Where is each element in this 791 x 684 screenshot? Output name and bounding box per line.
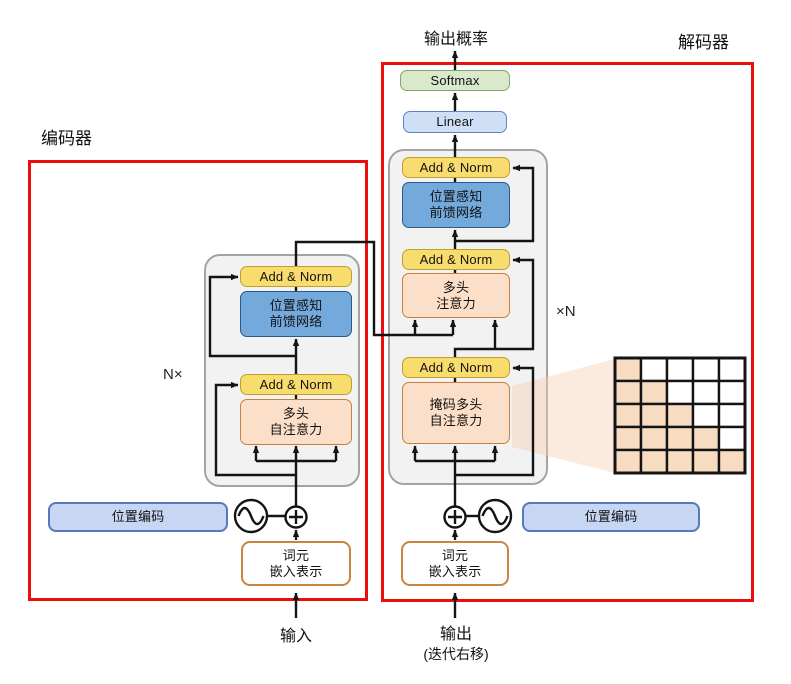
encoder-add-norm-bottom: Add & Norm	[240, 374, 352, 395]
decoder-add-norm-top-label: Add & Norm	[419, 159, 493, 175]
decoder-multi-head-cross-attention: 多头 注意力	[402, 273, 510, 318]
decoder-add-norm-bottom: Add & Norm	[402, 357, 510, 378]
encoder-add-norm-bottom-label: Add & Norm	[259, 376, 333, 392]
decoder-embed-line1: 词元	[441, 547, 469, 563]
encoder-stack-count-label: N×	[163, 366, 183, 383]
decoder-ffn-line2: 前馈网络	[429, 205, 483, 220]
output-label-line2: (迭代右移)	[423, 646, 489, 662]
decoder-crossattn-line2: 注意力	[436, 295, 476, 311]
decoder-masked-multi-head-self-attention: 掩码多头 自注意力	[402, 382, 510, 444]
encoder-embed-line2: 嵌入表示	[269, 563, 323, 579]
softmax-box: Softmax	[400, 70, 510, 91]
decoder-maskattn-line2: 自注意力	[429, 413, 483, 428]
encoder-layer-container	[204, 254, 360, 487]
linear-box: Linear	[403, 111, 507, 133]
linear-label: Linear	[436, 114, 474, 130]
decoder-posenc-label: 位置编码	[584, 509, 638, 525]
decoder-ffn-line1: 位置感知	[429, 189, 483, 205]
output-label: 输出 (迭代右移)	[396, 620, 516, 664]
decoder-positional-encoding: 位置编码	[522, 502, 700, 532]
decoder-add-norm-bottom-label: Add & Norm	[419, 359, 493, 375]
encoder-ffn-line2: 前馈网络	[269, 314, 323, 329]
decoder-stack-count-label: ×N	[556, 303, 576, 320]
output-label-line1: 输出	[439, 626, 472, 643]
encoder-multi-head-self-attention: 多头 自注意力	[240, 399, 352, 445]
decoder-maskattn-line1: 掩码多头	[429, 397, 483, 413]
encoder-feed-forward: 位置感知 前馈网络	[240, 291, 352, 337]
output-probability-label: 输出概率	[423, 31, 488, 48]
decoder-add-norm-mid-label: Add & Norm	[419, 251, 493, 267]
encoder-region-frame	[28, 160, 368, 601]
encoder-embed-line1: 词元	[282, 547, 310, 563]
decoder-add-norm-top: Add & Norm	[402, 157, 510, 178]
encoder-title: 编码器	[41, 129, 92, 148]
encoder-positional-encoding: 位置编码	[48, 502, 228, 532]
decoder-add-norm-mid: Add & Norm	[402, 249, 510, 270]
encoder-posenc-label: 位置编码	[111, 509, 165, 525]
decoder-embed-line2: 嵌入表示	[428, 563, 482, 579]
encoder-attn-line2: 自注意力	[269, 422, 323, 437]
encoder-ffn-line1: 位置感知	[269, 298, 323, 314]
softmax-label: Softmax	[430, 72, 480, 88]
encoder-add-norm-top-label: Add & Norm	[259, 268, 333, 284]
encoder-attn-line1: 多头	[282, 406, 310, 422]
decoder-crossattn-line1: 多头	[442, 279, 470, 295]
input-label: 输入	[279, 628, 312, 645]
encoder-add-norm-top: Add & Norm	[240, 266, 352, 287]
decoder-title: 解码器	[678, 33, 729, 52]
decoder-feed-forward: 位置感知 前馈网络	[402, 182, 510, 228]
decoder-token-embedding: 词元 嵌入表示	[401, 541, 509, 586]
encoder-token-embedding: 词元 嵌入表示	[241, 541, 351, 586]
